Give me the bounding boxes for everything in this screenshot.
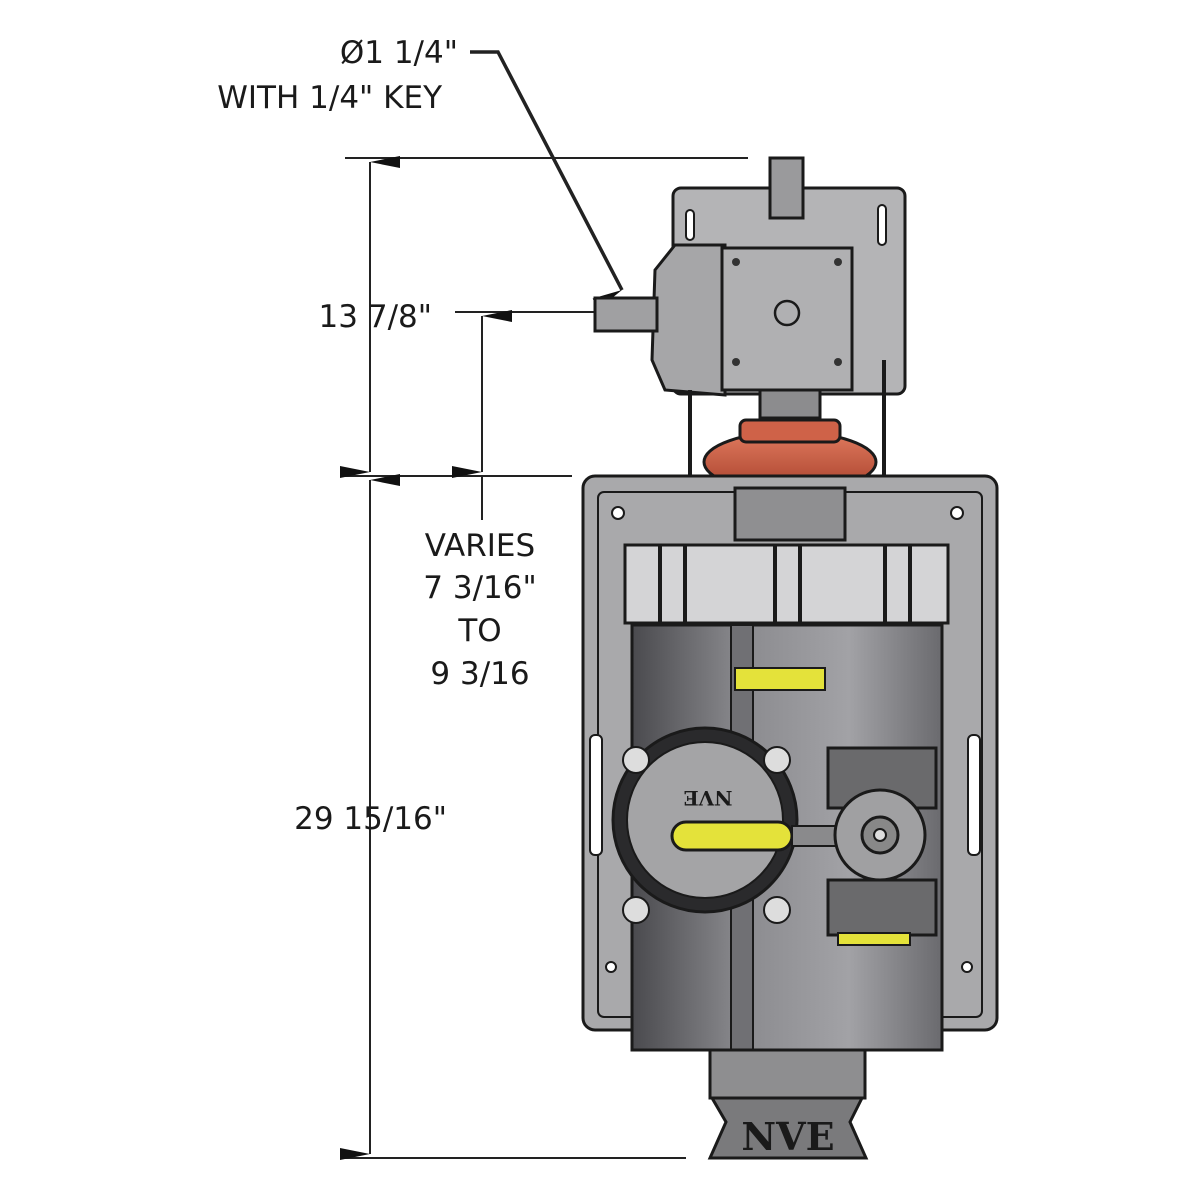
junction-label (670, 820, 794, 852)
shaft-callout-leader (470, 50, 624, 310)
base-logo: NVE (741, 1114, 834, 1159)
junction-logo: NVE (683, 786, 732, 810)
motor-fan-cage (623, 543, 950, 625)
pump-base (708, 1048, 867, 1100)
pump-assembly: NVE NVE (581, 156, 999, 1160)
upper-height-label: 13 7/8" (319, 299, 432, 335)
shaft-key-label: WITH 1/4" KEY (217, 80, 442, 116)
varies-label: VARIES (425, 528, 535, 564)
shaft-diameter-label: Ø1 1/4" (340, 35, 458, 71)
varies-min-label: 7 3/16" (423, 570, 536, 606)
vertical-shaft (768, 156, 805, 220)
varies-to-label: TO (457, 613, 501, 649)
pump-volute (707, 1096, 869, 1160)
motor-nameplate (734, 667, 826, 691)
horizontal-input-shaft (593, 296, 659, 333)
gearbox-housing (650, 243, 727, 397)
varies-max-label: 9 3/16 (430, 656, 529, 692)
total-height-label: 29 15/16" (294, 801, 447, 837)
dimension-lines (340, 50, 748, 1160)
